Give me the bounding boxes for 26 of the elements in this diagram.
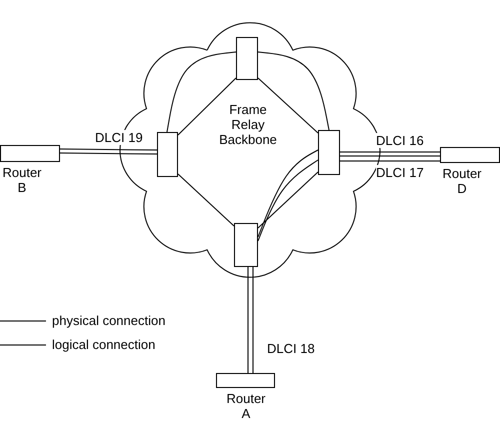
connection-line (258, 52, 330, 130)
edge-label: DLCI 16 (376, 133, 424, 148)
switch-box (318, 130, 340, 175)
connection-line (178, 174, 234, 226)
connection-line (340, 160, 440, 162)
switch-box (234, 223, 258, 267)
connection-line (60, 152, 158, 154)
connection-line (258, 150, 318, 238)
switch-box (157, 132, 178, 177)
connection-line (258, 172, 318, 228)
connection-line (258, 78, 318, 134)
legend-label: physical connection (52, 313, 166, 328)
backbone-label: Frame Relay Backbone (218, 102, 278, 147)
router-label: Router B (2, 165, 42, 195)
edge-label: DLCI 19 (95, 130, 143, 145)
legend-label: logical connection (52, 337, 156, 352)
connection-line (258, 160, 318, 242)
connection-line (178, 78, 236, 136)
router-label: Router A (226, 391, 266, 421)
switch-box (236, 37, 258, 80)
connection-line (252, 266, 254, 374)
edge-label: DLCI 17 (376, 165, 424, 180)
router-label: Router D (442, 166, 482, 196)
edge-label: DLCI 18 (267, 341, 315, 356)
connection-line (166, 52, 236, 132)
connection-line (60, 148, 158, 150)
